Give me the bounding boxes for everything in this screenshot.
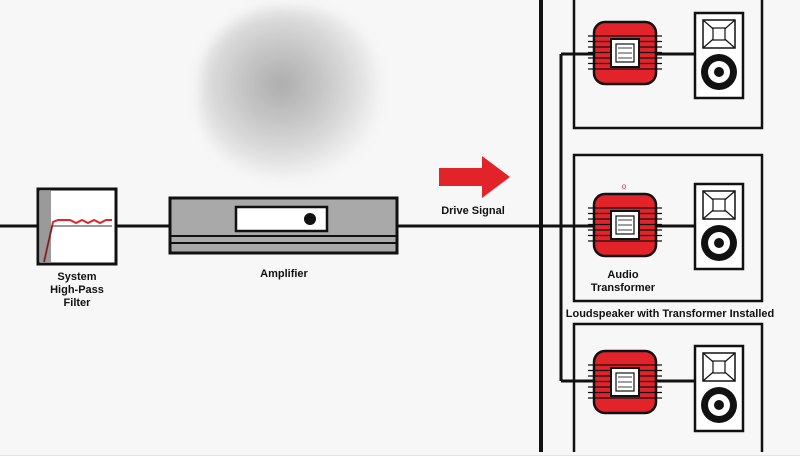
high-pass-filter-icon [36,187,118,266]
filter-label-line1: System [57,271,97,283]
filter-label-line3: Filter [63,297,91,309]
enclosure-outlines [572,0,764,452]
filter-label: System High-Pass Filter [36,271,118,310]
loudspeaker-icon [693,344,745,433]
loudspeaker-icon [693,182,745,271]
amplifier-icon [168,196,399,255]
loudspeaker-icon [693,11,745,100]
loudspeaker-caption: Loudspeaker with Transformer Installed [565,308,775,320]
transformer-marker: o [621,182,627,191]
transformer-icon [588,20,662,86]
bottom-strip [0,455,800,463]
filter-label-line2: High-Pass [50,284,104,296]
transformer-icon [588,192,662,258]
transformer-icon [588,349,662,415]
transformer-label: Audio Transformer [583,269,663,295]
transformer-label-line1: Audio [607,269,639,281]
amplifier-label: Amplifier [260,268,308,280]
transformer-label-line2: Transformer [590,282,656,294]
blurred-smoke [200,8,380,178]
right-arrow-icon [439,156,510,198]
drive-signal-label: Drive Signal [441,205,505,217]
